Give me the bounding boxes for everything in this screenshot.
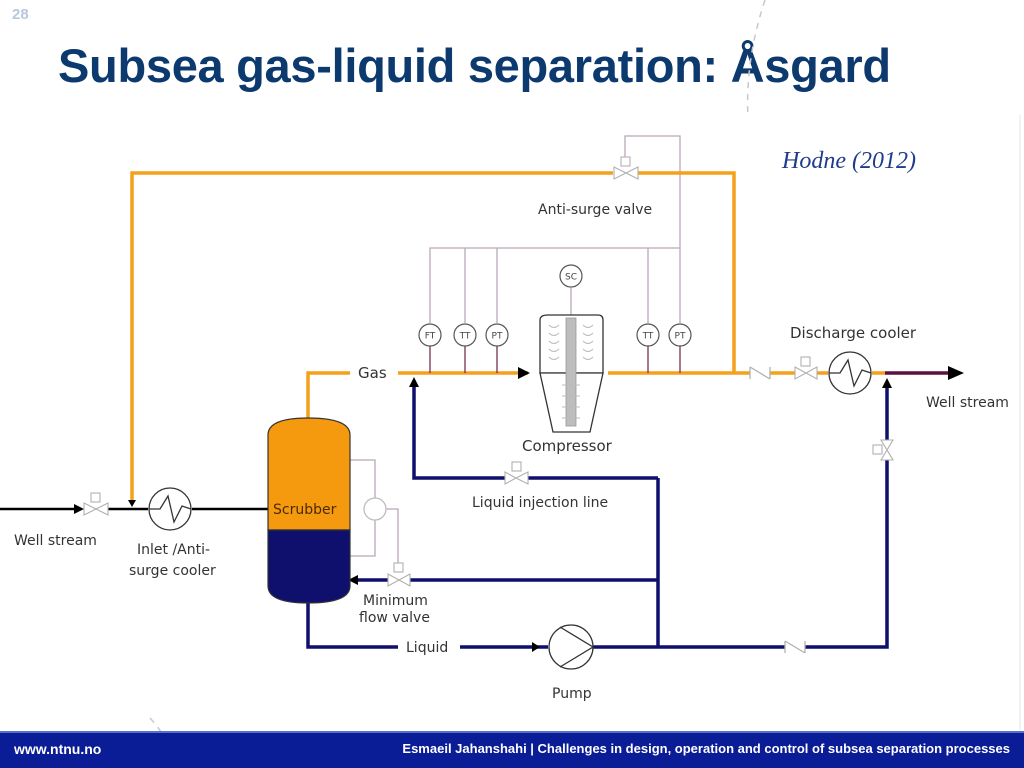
- signal-lines: [350, 135, 681, 572]
- footer-caption: Esmaeil Jahanshahi | Challenges in desig…: [402, 741, 1010, 756]
- ft-label: FT: [425, 332, 436, 342]
- well-stream-in-label: Well stream: [14, 533, 97, 549]
- instrument-sc: [559, 264, 583, 288]
- compressor-icon: [539, 314, 604, 433]
- footer-bar: www.ntnu.no Esmaeil Jahanshahi | Challen…: [0, 731, 1024, 768]
- instrument-ft: [418, 323, 442, 347]
- tt-outlet-label: TT: [642, 332, 654, 342]
- liquid-injection-line-label: Liquid injection line: [472, 495, 608, 511]
- discharge-cooler-label: Discharge cooler: [790, 324, 917, 342]
- instrument-tt-outlet: [636, 323, 660, 347]
- scrubber-label: Scrubber: [273, 502, 337, 518]
- anti-surge-valve-icon: [613, 156, 639, 180]
- tt-inlet-label: TT: [459, 332, 471, 342]
- instrument-tt-inlet: [453, 323, 477, 347]
- gas-label: Gas: [358, 364, 387, 382]
- anti-surge-merge-arrow: [128, 500, 136, 507]
- pump-icon: [548, 624, 595, 670]
- slide-number: 28: [12, 6, 29, 23]
- sc-label: SC: [565, 273, 577, 283]
- minimum-flow-valve-icon: [387, 562, 411, 587]
- footer-website[interactable]: www.ntnu.no: [14, 741, 102, 757]
- discharge-cooler-icon: [828, 351, 872, 395]
- liquid-injection-valve-icon: [504, 461, 529, 485]
- inlet-flow-arrow: [74, 504, 84, 514]
- liquid-to-wellstream-arrow: [882, 378, 892, 388]
- minimum-flow-valve-label-line2: flow valve: [359, 610, 430, 626]
- liquid-to-pump-arrow: [532, 642, 540, 652]
- well-stream-out-arrow: [948, 366, 964, 380]
- liquid-label: Liquid: [406, 640, 448, 656]
- level-transmitter-icon: [363, 497, 387, 521]
- compressor-label: Compressor: [522, 437, 613, 455]
- anti-surge-valve-label: Anti-surge valve: [538, 202, 652, 218]
- pt-inlet-label: PT: [492, 332, 503, 342]
- discharge-valve-icon: [794, 356, 818, 380]
- instrument-pt-outlet: [668, 323, 692, 347]
- citation: Hodne (2012): [782, 148, 916, 174]
- inlet-valve-icon: [83, 492, 109, 516]
- decorative-arc-top: [746, 0, 766, 119]
- inlet-cooler-label-line2: surge cooler: [129, 563, 216, 579]
- liquid-injection-arrow: [409, 377, 419, 387]
- gas-lines: [130, 171, 885, 500]
- liquid-export-valve-icon: [872, 439, 894, 461]
- inlet-cooler-icon: [148, 487, 192, 531]
- pt-outlet-label: PT: [675, 332, 686, 342]
- scrubber-vessel: [267, 417, 351, 604]
- inlet-cooler-label-line1: Inlet /Anti-: [137, 542, 210, 558]
- liquid-check-valve-icon: [784, 640, 806, 654]
- well-stream-out-label: Well stream: [926, 395, 1009, 411]
- gas-flow-arrow: [518, 367, 530, 379]
- gas-check-valve-icon: [749, 366, 771, 380]
- pump-label: Pump: [552, 686, 592, 702]
- minimum-flow-valve-label-line1: Minimum: [363, 593, 428, 609]
- instrument-pt-inlet: [485, 323, 509, 347]
- liquid-to-scrubber-arrow: [348, 575, 358, 585]
